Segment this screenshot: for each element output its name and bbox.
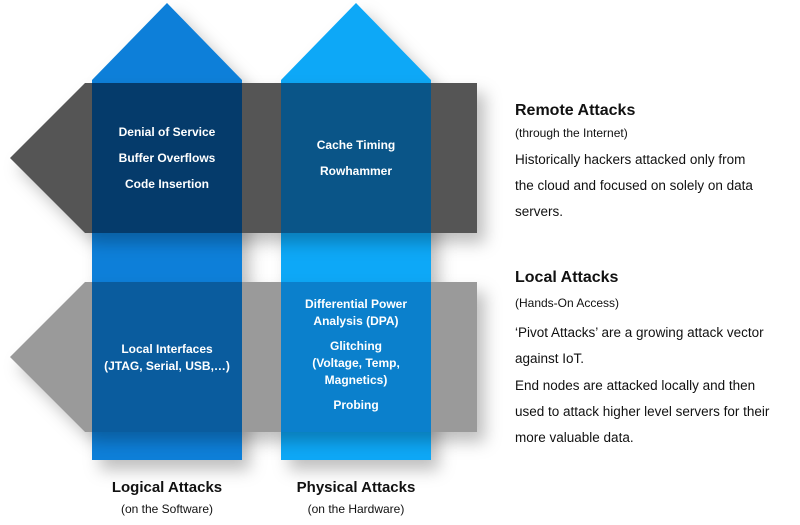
local-physical-list: Differential Power Analysis (DPA) Glitch… <box>281 296 431 414</box>
attack-item: Differential Power <box>304 297 408 311</box>
remote-description: Historically hackers attacked only from … <box>515 147 753 225</box>
attack-item: Local Interfaces <box>121 342 213 356</box>
remote-logical-cell <box>92 83 242 233</box>
attack-item: Glitching <box>330 339 382 353</box>
local-title: Local Attacks <box>515 269 619 286</box>
remote-logical-list: Denial of Service Buffer Overflows Code … <box>92 119 242 197</box>
remote-physical-list: Cache Timing Rowhammer <box>281 132 431 184</box>
remote-title: Remote Attacks <box>515 102 636 119</box>
attack-item: Probing <box>333 398 379 412</box>
local-logical-cell <box>92 282 242 432</box>
text-line: more valuable data. <box>515 430 634 445</box>
logical-title: Logical Attacks <box>111 479 223 496</box>
attack-item: Analysis (DPA) <box>313 314 399 328</box>
attack-item: (Voltage, Temp, <box>312 356 400 370</box>
remote-subtitle: (through the Internet) <box>515 126 628 140</box>
logical-subtitle: (on the Software) <box>120 502 214 516</box>
attack-item: Rowhammer <box>319 164 393 178</box>
attack-item: (JTAG, Serial, USB,…) <box>104 359 230 373</box>
local-physical-cell <box>281 282 431 432</box>
text-line: Historically hackers attacked only from <box>515 152 746 167</box>
local-description-1: ‘Pivot Attacks’ are a growing attack vec… <box>515 320 764 372</box>
attack-item: Denial of Service <box>118 125 216 139</box>
text-line: End nodes are attacked locally and then <box>515 378 756 393</box>
physical-title: Physical Attacks <box>296 479 416 496</box>
text-line: against IoT. <box>515 351 585 366</box>
local-description-2: End nodes are attacked locally and then … <box>515 373 769 451</box>
remote-physical-cell <box>281 83 431 233</box>
text-line: the cloud and focused on solely on data <box>515 178 753 193</box>
attack-item: Magnetics) <box>324 373 388 387</box>
attack-item: Cache Timing <box>316 138 396 152</box>
local-subtitle: (Hands-On Access) <box>515 296 620 310</box>
local-logical-list: Local Interfaces (JTAG, Serial, USB,…) <box>92 341 242 375</box>
attack-item: Buffer Overflows <box>118 151 216 165</box>
physical-subtitle: (on the Hardware) <box>307 502 405 516</box>
attack-item: Code Insertion <box>124 177 209 191</box>
text-line: ‘Pivot Attacks’ are a growing attack vec… <box>515 325 764 340</box>
text-line: servers. <box>515 204 564 219</box>
text-line: used to attack higher level servers for … <box>515 404 770 419</box>
